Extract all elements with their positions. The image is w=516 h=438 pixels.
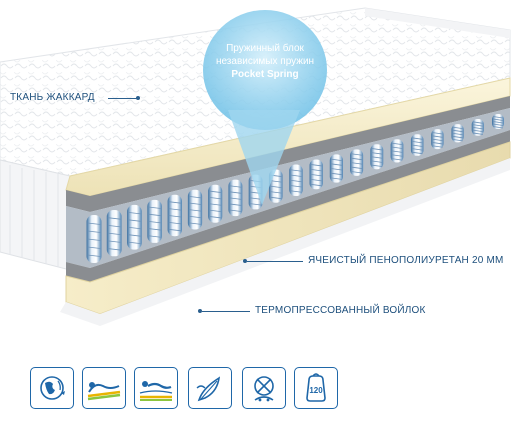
pocket-spring bbox=[106, 209, 122, 257]
pocket-spring bbox=[86, 215, 102, 263]
no-allergy-icon bbox=[242, 367, 286, 409]
label-foam: ЯЧЕИСТЫЙ ПЕНОПОЛИУРЕТАН 20 ММ bbox=[308, 255, 504, 266]
pocket-spring bbox=[289, 164, 303, 196]
pocket-spring bbox=[127, 204, 142, 250]
max-load-value: 120 bbox=[309, 386, 323, 395]
body-on-mattress-icon bbox=[82, 367, 126, 409]
leader-felt bbox=[202, 311, 250, 312]
pocket-spring-bubble bbox=[203, 10, 327, 205]
mattress-back-side bbox=[365, 8, 510, 38]
pocket-spring bbox=[431, 129, 444, 150]
pocket-spring bbox=[410, 134, 424, 156]
max-load-icon: 120 bbox=[294, 367, 338, 409]
pocket-spring bbox=[329, 154, 343, 183]
pocket-spring bbox=[350, 149, 364, 176]
leader-dot-felt bbox=[198, 309, 202, 313]
pocket-spring bbox=[451, 124, 464, 143]
bottom-felt-layer bbox=[66, 130, 510, 282]
bubble-line-1: Пружинный блок bbox=[226, 43, 304, 54]
label-felt: ТЕРМОПРЕССОВАННЫЙ ВОЙЛОК bbox=[255, 305, 426, 316]
leader-dot-foam bbox=[243, 259, 247, 263]
pocket-spring bbox=[187, 189, 203, 230]
pocket-spring bbox=[471, 119, 484, 136]
pocket-spring bbox=[167, 194, 182, 237]
pocket-spring bbox=[309, 159, 323, 190]
pocket-spring bbox=[147, 199, 162, 243]
bubble-line-2: независимых пружин bbox=[215, 56, 315, 67]
pocket-spring bbox=[228, 179, 243, 217]
eco-globe-icon bbox=[30, 367, 74, 409]
top-felt-layer bbox=[66, 96, 510, 212]
pocket-spring bbox=[208, 184, 223, 223]
sleeper-support-icon bbox=[134, 367, 178, 409]
bubble-line-3: Pocket Spring bbox=[231, 69, 299, 80]
pocket-spring bbox=[390, 139, 404, 163]
leader-dot-fabric bbox=[136, 96, 140, 100]
pocket-springs bbox=[86, 114, 504, 263]
flexible-leaf-icon bbox=[188, 367, 232, 409]
label-fabric: ТКАНЬ ЖАККАРД bbox=[10, 92, 95, 103]
pocket-spring bbox=[492, 114, 504, 129]
bubble-caption: Пружинный блок независимых пружин Pocket… bbox=[205, 42, 325, 81]
leader-fabric bbox=[108, 98, 138, 99]
leader-foam bbox=[247, 261, 303, 262]
pocket-spring bbox=[370, 144, 384, 170]
